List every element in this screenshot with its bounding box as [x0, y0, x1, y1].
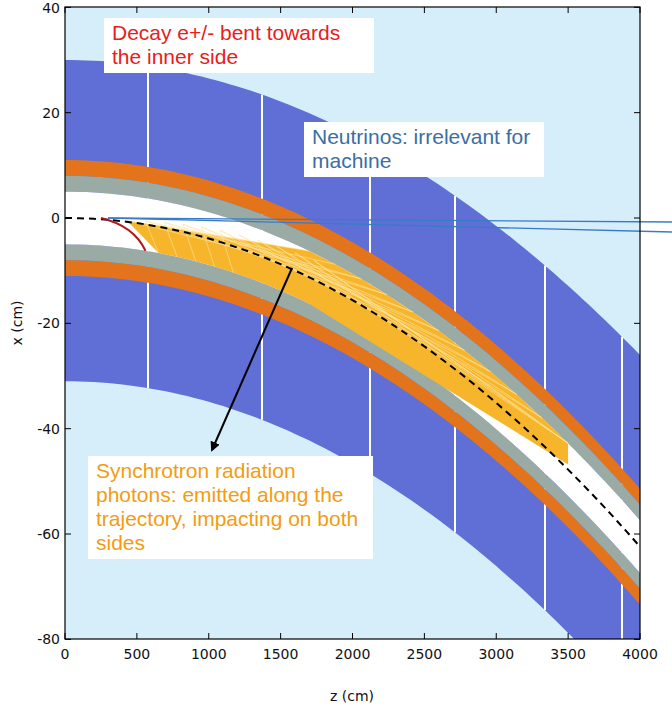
- callout-text: Neutrinos: irrelevant for machine: [312, 125, 536, 173]
- tick-label: 3500: [550, 646, 586, 662]
- tick-label: 500: [124, 646, 151, 662]
- tick-label: 3000: [478, 646, 514, 662]
- synchrotron-fan: [127, 221, 568, 465]
- tick-label: 2000: [335, 646, 371, 662]
- tick-label: -20: [37, 315, 60, 331]
- magnet-yoke: [65, 60, 640, 639]
- callout-box: Decay e+/- bent towards the inner side: [104, 18, 374, 73]
- tick-label: 40: [42, 0, 60, 16]
- tick-label: 20: [42, 105, 60, 121]
- plot-frame: [65, 7, 640, 639]
- leader-arrow: [212, 268, 292, 450]
- tick-label: -40: [37, 421, 60, 437]
- tick-label: 2500: [407, 646, 443, 662]
- tick-label: 1500: [263, 646, 299, 662]
- callout-box: Neutrinos: irrelevant for machine: [304, 122, 544, 177]
- callout-text: Decay e+/- bent towards the inner side: [112, 21, 366, 69]
- aperture: [65, 192, 640, 573]
- axis-title: x (cm): [8, 301, 24, 346]
- tick-label: 0: [51, 210, 60, 226]
- photon-lines: [127, 221, 568, 444]
- tick-label: -80: [37, 631, 60, 647]
- tick-label: 0: [61, 646, 70, 662]
- tick-marks: [65, 7, 640, 639]
- tick-label: -60: [37, 526, 60, 542]
- decay-electron: [101, 218, 146, 251]
- callout-text: Synchrotron radiation photons: emitted a…: [96, 459, 365, 555]
- tick-label: 4000: [622, 646, 658, 662]
- axis-title: z (cm): [330, 688, 374, 704]
- tick-label: 1000: [191, 646, 227, 662]
- neutrino-line: [108, 218, 672, 232]
- callout-box: Synchrotron radiation photons: emitted a…: [88, 456, 373, 559]
